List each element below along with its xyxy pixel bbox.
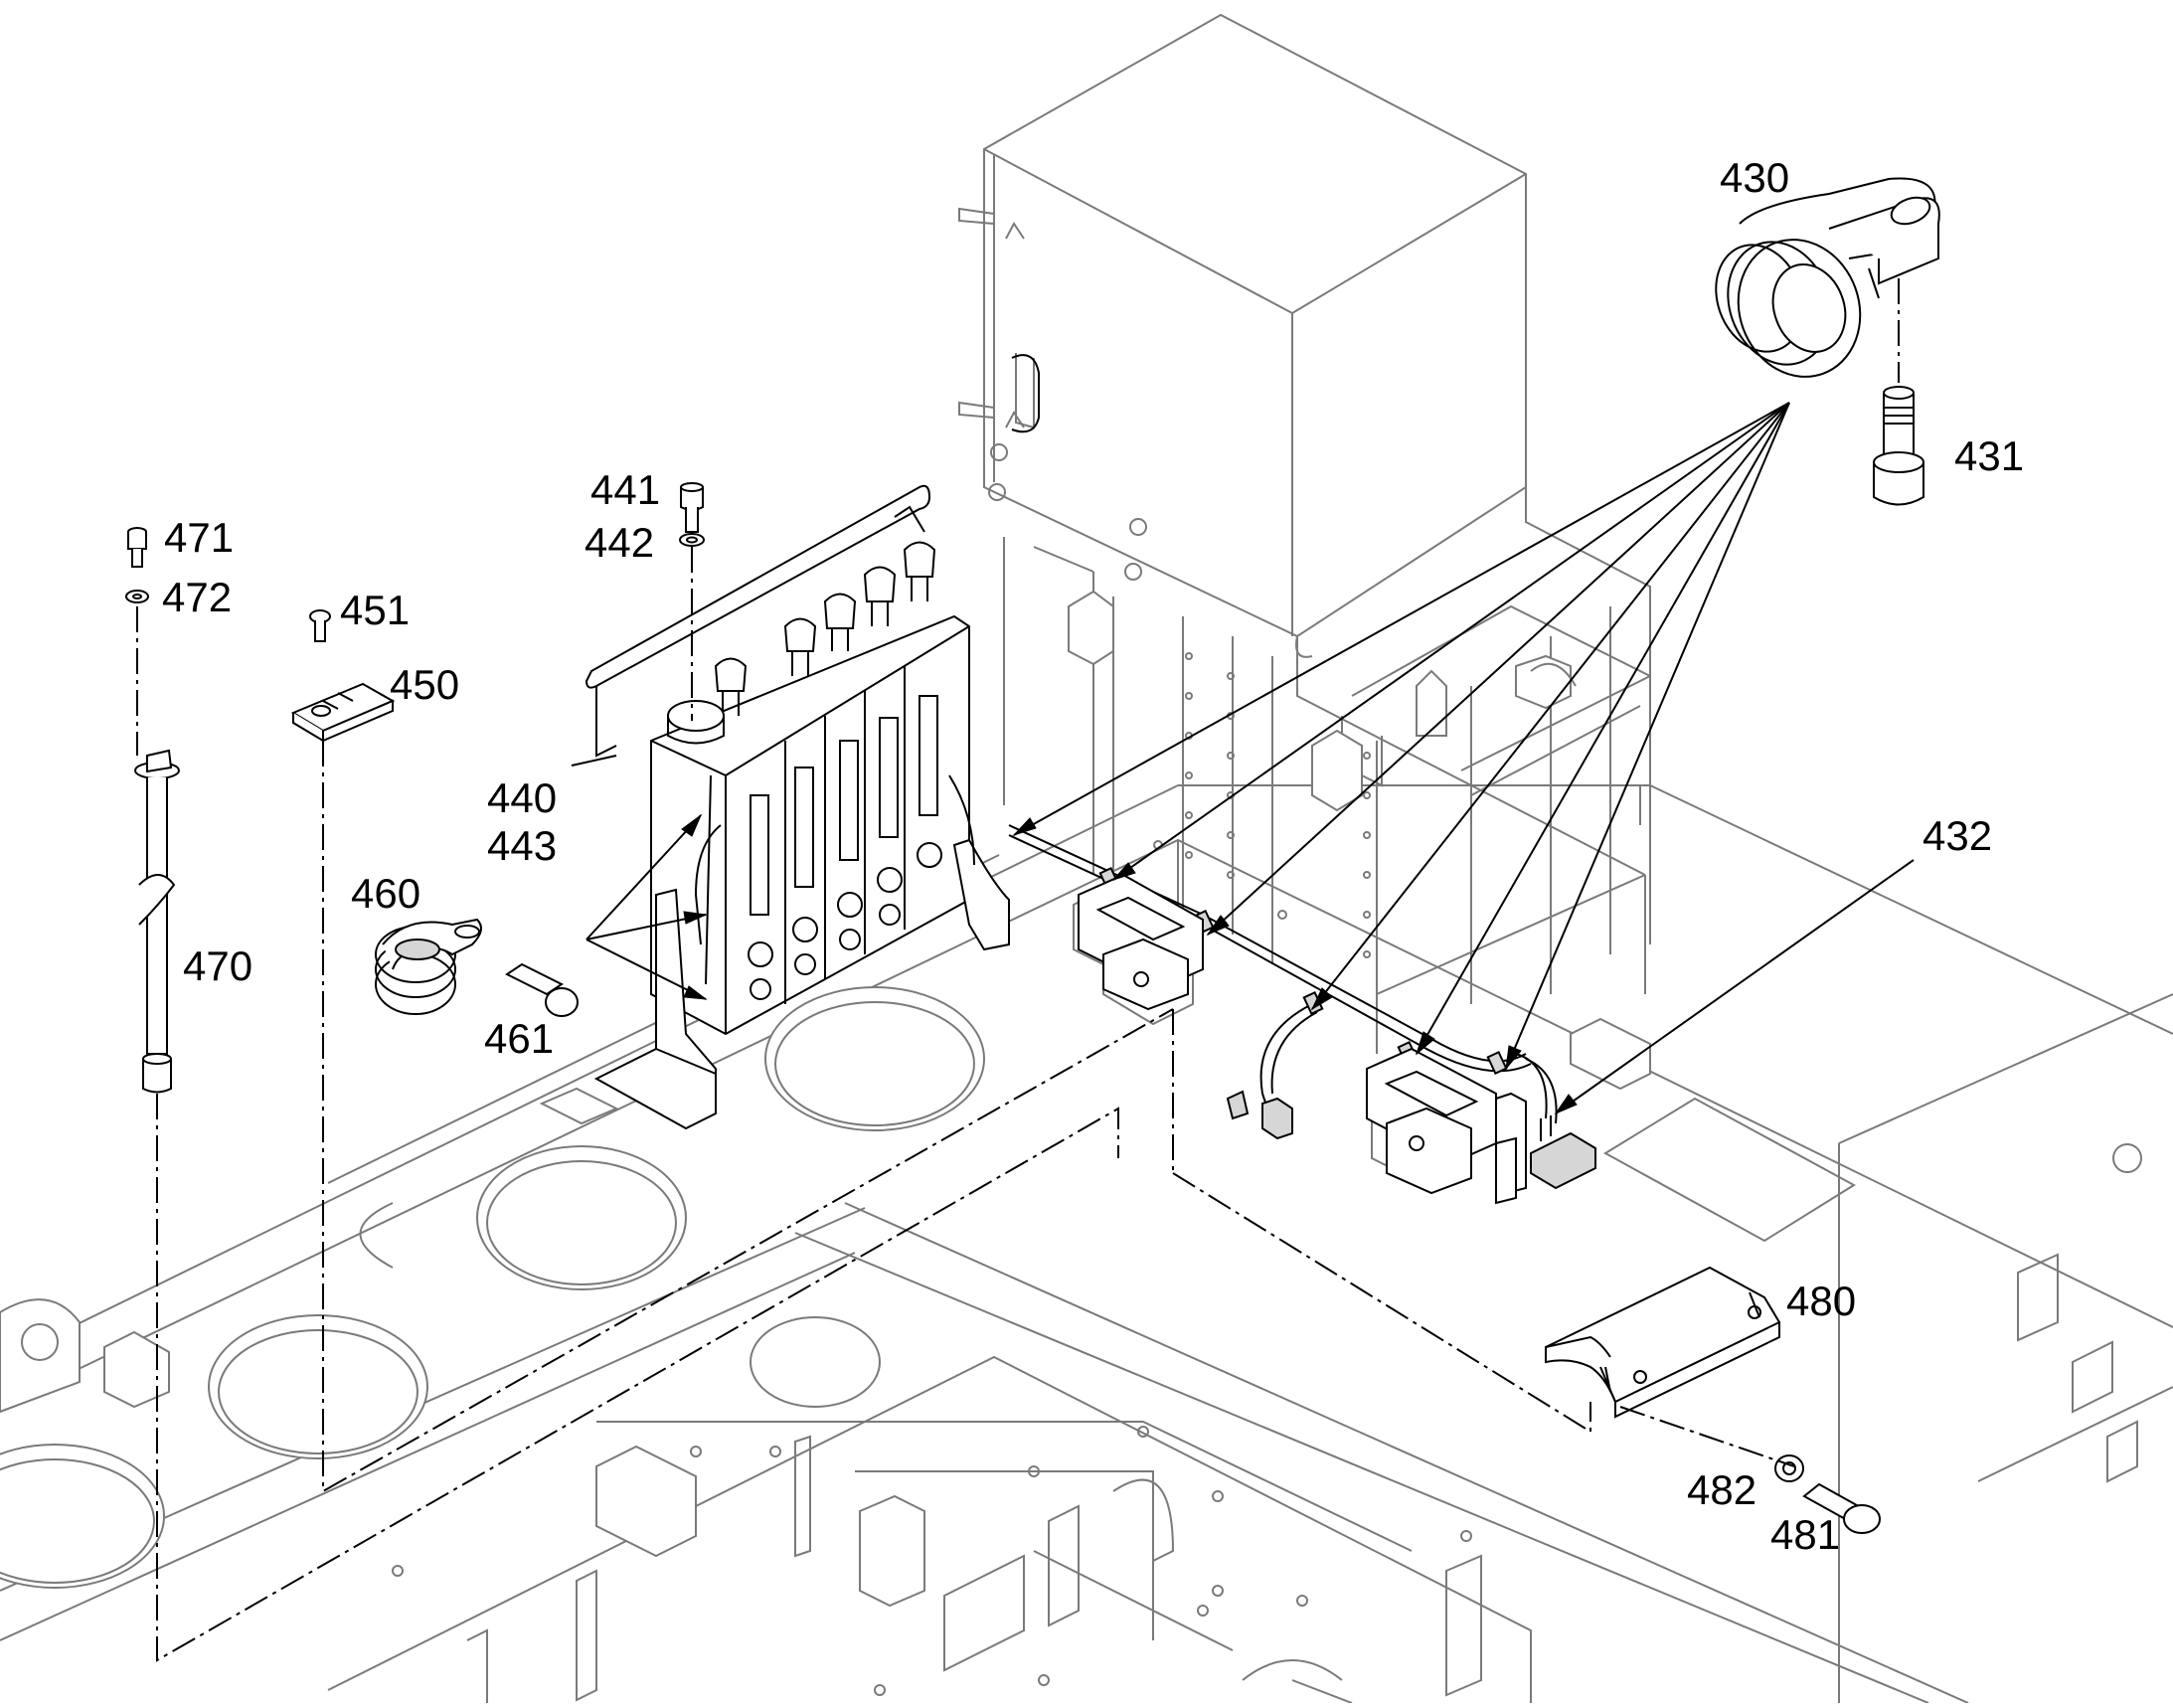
callout-431: 431 — [1954, 432, 2024, 479]
part-460-clamp — [375, 918, 482, 1015]
part-480-cover — [1545, 1266, 1781, 1419]
callout-440: 440 — [487, 774, 557, 821]
callout-451: 451 — [340, 587, 410, 633]
callout-443: 443 — [487, 822, 557, 869]
part-431-screw — [1873, 386, 1924, 506]
callout-481: 481 — [1770, 1511, 1840, 1558]
part-442-washer — [679, 533, 705, 547]
callout-472: 472 — [162, 574, 232, 620]
callout-471: 471 — [164, 514, 234, 561]
part-481-screw — [1802, 1482, 1881, 1534]
callout-480: 480 — [1786, 1278, 1856, 1324]
callout-430: 430 — [1720, 154, 1789, 201]
part-472-washer — [125, 590, 149, 603]
callout-470: 470 — [183, 942, 252, 989]
part-450-bracket — [290, 682, 396, 743]
callout-460: 460 — [351, 870, 420, 917]
leader-arrowheads — [681, 813, 1578, 1115]
callout-482: 482 — [1687, 1466, 1756, 1513]
mounting-feet — [1078, 873, 1527, 1195]
part-440-flowmeter-assembly — [585, 484, 1010, 1130]
part-451-screw — [309, 609, 331, 642]
callout-432: 432 — [1922, 812, 1992, 859]
callout-442: 442 — [585, 519, 654, 566]
part-470-support-rod — [134, 749, 180, 1094]
part-461-screw — [505, 962, 579, 1017]
assembly-lines — [136, 278, 1900, 1662]
part-482-washer — [1774, 1454, 1804, 1482]
frame-bolts — [392, 1426, 1472, 1696]
callout-labels: 430 431 432 440 441 442 443 450 451 460 … — [162, 154, 2024, 1558]
part-471-screw — [127, 527, 147, 568]
callout-461: 461 — [484, 1015, 554, 1062]
base-frame — [0, 784, 2173, 1704]
part-432-connector — [1495, 1115, 1596, 1205]
callout-441: 441 — [590, 466, 660, 513]
callout-450: 450 — [390, 661, 459, 708]
part-430-clamp — [1715, 177, 1940, 378]
leader-lines — [571, 402, 1915, 1114]
part-441-screw — [680, 482, 704, 533]
